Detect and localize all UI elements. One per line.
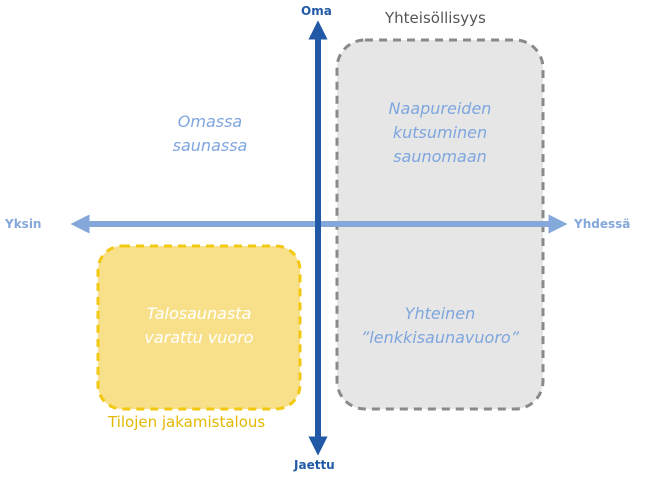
- quadrant-bottom-left-line-2: varattu vuoro: [144, 328, 254, 347]
- quadrant-bottom-right-text: Yhteinen ”lenkkisaunavuoro”: [345, 302, 535, 350]
- quadrant-bottom-left-line-1: Talosaunasta: [146, 304, 252, 323]
- community-region-title: Yhteisöllisyys: [385, 9, 486, 27]
- quadrant-bottom-right-line-2: ”lenkkisaunavuoro”: [361, 328, 519, 347]
- quadrant-top-left-line-1: Omassa: [177, 112, 243, 131]
- axis-label-bottom: Jaettu: [294, 458, 335, 472]
- shared-economy-region-title: Tilojen jakamistalous: [108, 413, 266, 431]
- quadrant-bottom-left-text: Talosaunasta varattu vuoro: [114, 302, 284, 350]
- quadrant-top-left-text: Omassa saunassa: [140, 110, 280, 158]
- axis-label-left: Yksin: [5, 217, 42, 231]
- quadrant-top-right-line-2: kutsuminen: [392, 123, 488, 142]
- quadrant-top-right-line-3: saunomaan: [393, 147, 487, 166]
- quadrant-top-left-line-2: saunassa: [172, 136, 248, 155]
- axis-label-right: Yhdessä: [574, 217, 631, 231]
- quadrant-bottom-right-line-1: Yhteinen: [404, 304, 476, 323]
- axis-label-top: Oma: [301, 4, 332, 18]
- shared-economy-region: [96, 244, 302, 411]
- quadrant-top-right-line-1: Naapureiden: [388, 99, 492, 118]
- quadrant-top-right-text: Naapureiden kutsuminen saunomaan: [365, 97, 515, 169]
